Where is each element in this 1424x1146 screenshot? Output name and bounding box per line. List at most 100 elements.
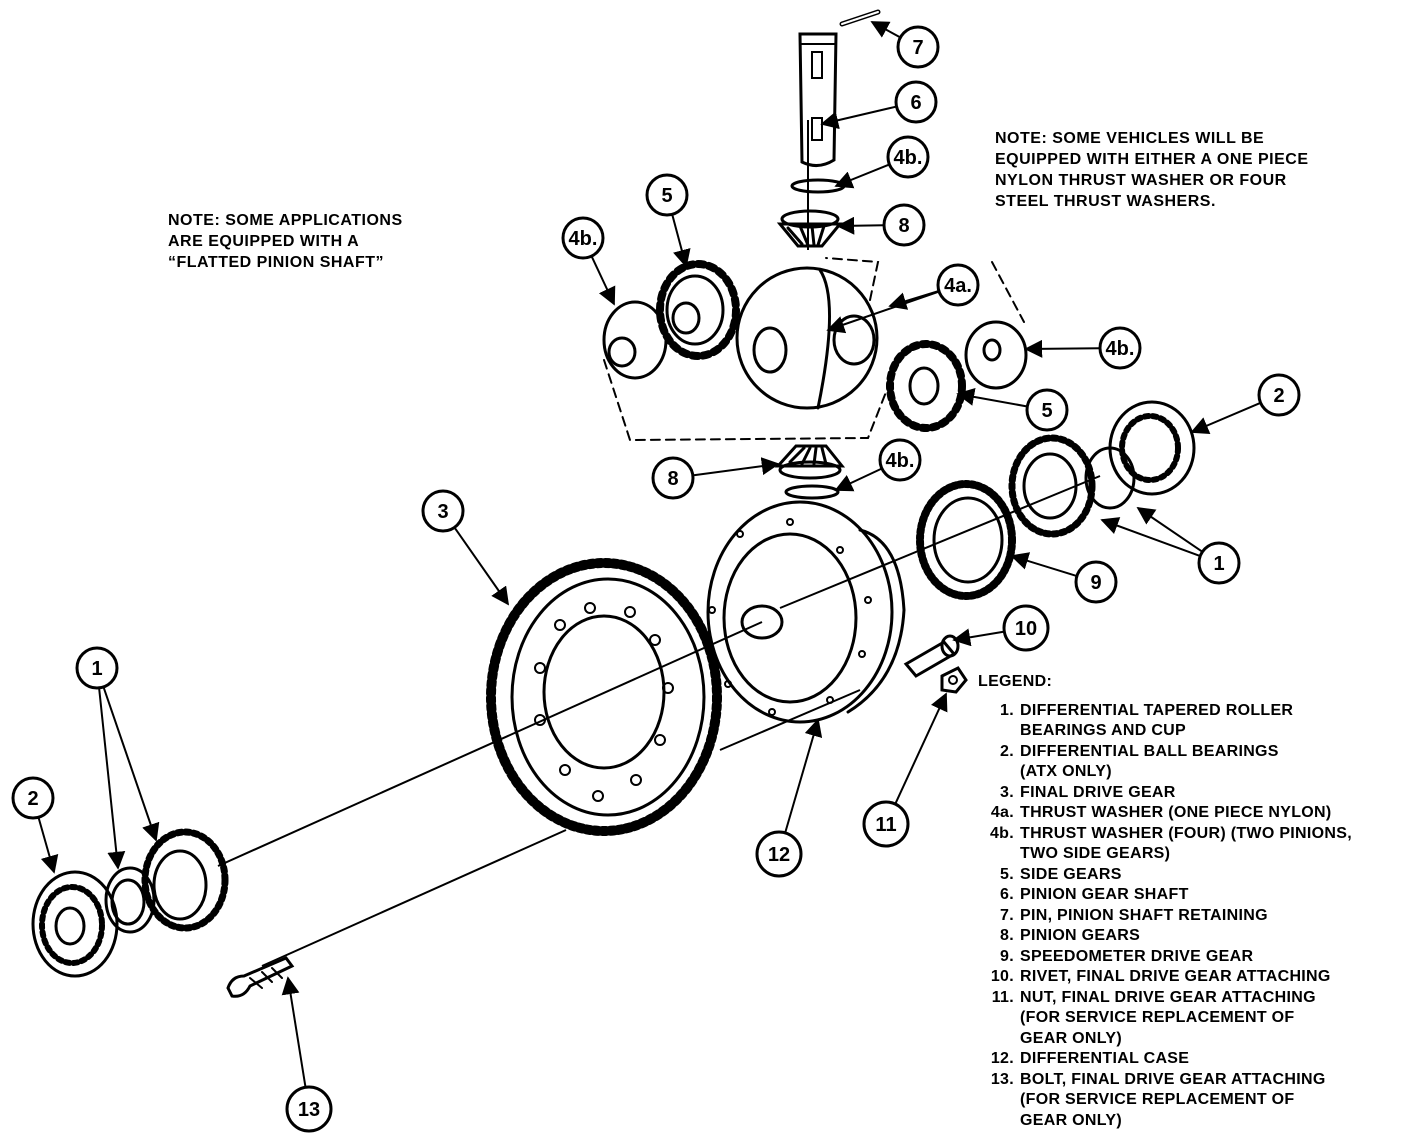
- tapered-bearing-right-part: [1008, 434, 1136, 538]
- legend-item-line: BEARINGS AND CUP: [1020, 722, 1186, 739]
- legend-item-line: PINION GEARS: [1020, 927, 1141, 944]
- callout-3: 3: [421, 489, 510, 606]
- legend-item-text: RIVET, FINAL DRIVE GEAR ATTACHING: [1020, 967, 1331, 988]
- legend-item-text: NUT, FINAL DRIVE GEAR ATTACHING (FOR SERV…: [1020, 988, 1316, 1050]
- legend-item-line: NUT, FINAL DRIVE GEAR ATTACHING: [1020, 988, 1316, 1006]
- callout-circle: [896, 25, 940, 69]
- callout-circle: [862, 800, 910, 848]
- legend-item-number: 6.: [1000, 886, 1014, 903]
- legend-item-text: PINION GEAR SHAFT: [1020, 885, 1189, 906]
- legend-item-number: 10.: [990, 968, 1014, 985]
- legend-item-number: 1.: [1000, 701, 1014, 719]
- note-line: “FLATTED PINION SHAFT”: [168, 254, 385, 271]
- callout-label: 8: [667, 468, 678, 490]
- leader-line: [870, 21, 901, 39]
- legend-item-line: PINION GEAR SHAFT: [1020, 886, 1189, 903]
- callout-5-top: 5: [645, 173, 691, 268]
- leader-line: [1010, 552, 1078, 578]
- legend-item-line: SPEEDOMETER DRIVE GEAR: [1020, 947, 1254, 965]
- assembly-bracket: [603, 257, 887, 442]
- legend-item-text: SIDE GEARS: [1020, 865, 1122, 886]
- callout-8-bottom: 8: [651, 456, 780, 500]
- leader-line: [1136, 506, 1204, 553]
- legend-item-line: BOLT, FINAL DRIVE GEAR ATTACHING: [1020, 1070, 1326, 1088]
- legend-item-line: GEAR ONLY): [1020, 1111, 1122, 1129]
- leader-line: [671, 214, 691, 268]
- callout-label: 12: [768, 844, 790, 866]
- callout-circle: [878, 438, 922, 482]
- callout-circle: [1074, 560, 1118, 604]
- legend-item-line: DIFFERENTIAL CASE: [1020, 1050, 1190, 1067]
- leader-line: [98, 687, 126, 870]
- leader-line: [952, 628, 1005, 647]
- callout-1-left: 1: [75, 646, 160, 870]
- callout-circle: [1098, 326, 1142, 370]
- callout-label: 5: [661, 185, 672, 207]
- callout-label: 1: [91, 658, 102, 680]
- side-gear-right-part: [886, 340, 966, 432]
- callout-circle: [651, 456, 695, 500]
- callout-8-top: 8: [836, 203, 926, 247]
- callout-label: 7: [912, 37, 923, 59]
- legend-item-line: THRUST WASHER (FOUR) (TWO PINIONS,: [1020, 824, 1352, 842]
- assembly-bracket-right: [991, 261, 1025, 323]
- legend-item-number: 3.: [1000, 783, 1014, 801]
- legend-item-line: (FOR SERVICE REPLACEMENT OF: [1020, 1091, 1295, 1108]
- callout-label: 13: [298, 1099, 320, 1121]
- callout-13: 13: [281, 976, 333, 1133]
- note-line: NYLON THRUST WASHER OR FOUR: [995, 172, 1287, 189]
- legend-item-number: 11.: [991, 988, 1014, 1006]
- callout-2-right: 2: [1190, 373, 1301, 434]
- legend-item-line: (FOR SERVICE REPLACEMENT OF: [1020, 1009, 1295, 1026]
- callout-label: 1: [1213, 553, 1224, 575]
- callout-circle: [936, 263, 980, 307]
- callout-circle: [1002, 604, 1050, 652]
- leader-line: [836, 216, 885, 235]
- legend-item: 10. RIVET, FINAL DRIVE GEAR ATTACHING: [978, 967, 1352, 988]
- side-gear-left-part: [656, 260, 740, 360]
- callout-label: 6: [910, 92, 921, 114]
- legend-item-text: PIN, PINION SHAFT RETAINING: [1020, 906, 1268, 927]
- callout-circle: [882, 203, 926, 247]
- tapered-bearing-left-part: [104, 828, 229, 934]
- legend-item-text: BOLT, FINAL DRIVE GEAR ATTACHING (FOR SER…: [1020, 1070, 1326, 1132]
- thrust-washer-right-part: [964, 320, 1028, 390]
- legend-item-text: DIFFERENTIAL CASE: [1020, 1049, 1189, 1070]
- legend-item-line: DIFFERENTIAL TAPERED ROLLER: [1020, 701, 1294, 719]
- note-line: STEEL THRUST WASHERS.: [995, 193, 1216, 210]
- legend-items: 1. DIFFERENTIAL TAPERED ROLLER BEARINGS AN…: [978, 701, 1352, 1132]
- callout-label: 10: [1015, 618, 1037, 640]
- legend-item-line: SIDE GEARS: [1020, 865, 1122, 883]
- callout-9: 9: [1010, 552, 1118, 604]
- legend-item-line: THRUST WASHER (ONE PIECE NYLON): [1020, 804, 1332, 821]
- legend-item-number: 12.: [990, 1050, 1014, 1067]
- pinion-shaft-part: [798, 32, 838, 167]
- callout-1-right: 1: [1100, 506, 1241, 585]
- legend-item-text: THRUST WASHER (ONE PIECE NYLON): [1020, 803, 1332, 824]
- legend-item: 8.PINION GEARS: [978, 926, 1352, 947]
- callout-circle: [1197, 541, 1241, 585]
- callout-circle: [1025, 388, 1069, 432]
- legend-item: 12. DIFFERENTIAL CASE: [978, 1049, 1352, 1070]
- legend-item-line: PIN, PINION SHAFT RETAINING: [1020, 906, 1268, 924]
- callout-label: 3: [437, 501, 448, 523]
- leader-line: [1024, 339, 1101, 358]
- nut-part: [940, 666, 968, 694]
- callout-circle: [561, 216, 605, 260]
- legend-item: 11. NUT, FINAL DRIVE GEAR ATTACHING (FOR S…: [978, 988, 1352, 1050]
- legend-item-number: 7.: [1000, 906, 1014, 924]
- assembly-centerlines: [217, 120, 1101, 967]
- callout-4b-right: 4b.: [1024, 326, 1142, 370]
- ball-bearing-right-part: [1108, 400, 1196, 496]
- leader-line: [590, 255, 616, 306]
- callout-circle: [285, 1085, 333, 1133]
- thrust-washer-bottom-part: [784, 484, 840, 500]
- note-line: NOTE: SOME VEHICLES WILL BE: [995, 130, 1265, 147]
- legend-item-number: 4b.: [989, 824, 1014, 842]
- leader-line: [1190, 401, 1261, 434]
- leader-line: [820, 105, 897, 130]
- legend-item: 6. PINION GEAR SHAFT: [978, 885, 1352, 906]
- callout-label: 4b.: [1106, 338, 1135, 360]
